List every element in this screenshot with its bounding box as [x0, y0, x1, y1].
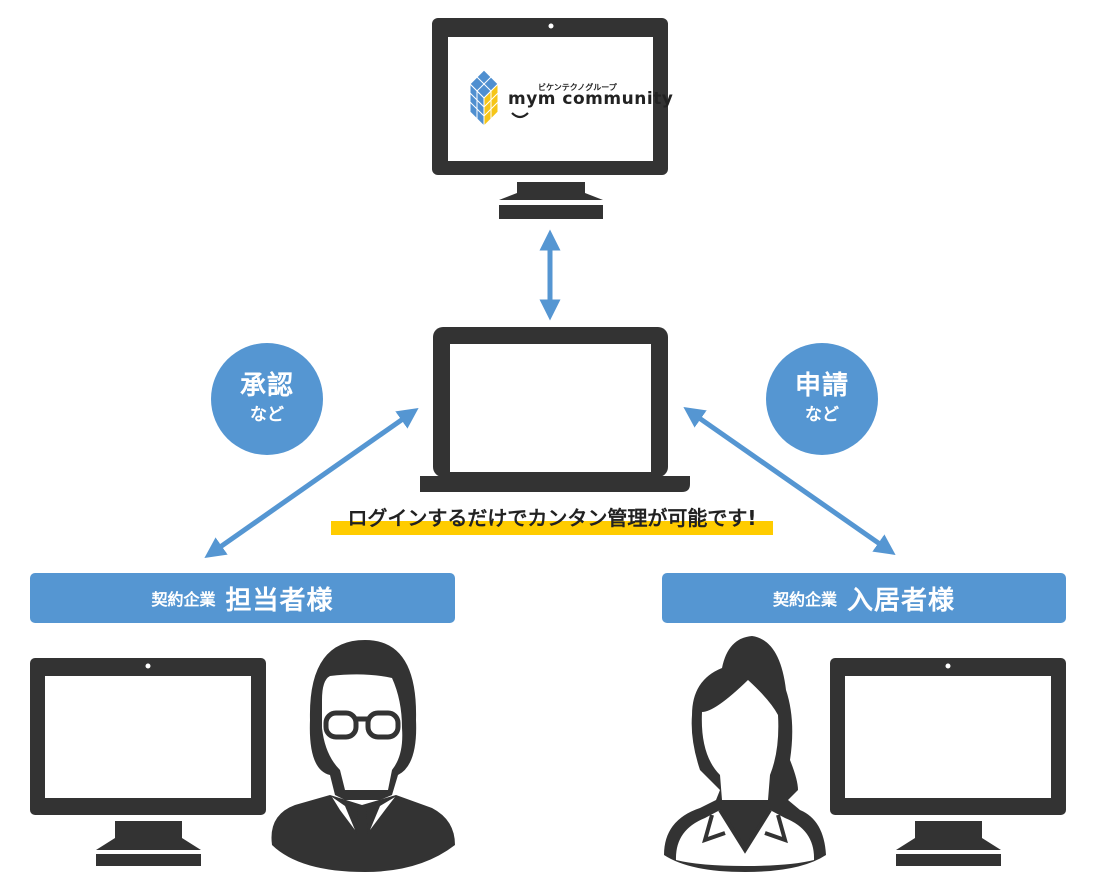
logo-building-icon — [469, 69, 499, 128]
role-label-manager-prefix: 契約企業 — [151, 590, 216, 609]
approval-bubble: 承認 など — [211, 343, 323, 455]
logo-subtitle: ビケンテクノグループ — [538, 83, 617, 92]
role-label-manager-title: 担当者様 — [225, 585, 334, 616]
application-bubble-main: 申請 — [794, 371, 849, 401]
role-label-tenant-title: 入居者様 — [847, 585, 956, 616]
arrow-left-laptop — [204, 407, 419, 559]
server-monitor-icon — [432, 18, 668, 219]
approval-bubble-main: 承認 — [239, 371, 294, 401]
tagline-highlight — [331, 521, 773, 535]
woman-avatar-icon — [664, 636, 826, 872]
logo-smile-icon — [511, 112, 529, 119]
man-avatar-icon — [271, 640, 455, 872]
laptop-icon — [420, 327, 690, 492]
arrow-right-laptop — [683, 406, 896, 556]
tagline-text: ログインするだけでカンタン管理が可能です! — [347, 506, 757, 530]
application-bubble: 申請 など — [766, 343, 878, 455]
role-label-manager: 契約企業 担当者様 — [30, 573, 455, 623]
role-label-tenant-prefix: 契約企業 — [772, 590, 837, 609]
tagline: ログインするだけでカンタン管理が可能です! — [331, 500, 773, 536]
application-bubble-sub: など — [805, 405, 839, 425]
approval-bubble-sub: など — [250, 405, 284, 425]
logo-name: mym community — [508, 89, 674, 109]
role-label-tenant: 契約企業 入居者様 — [662, 573, 1066, 623]
left-monitor-icon — [30, 658, 266, 866]
right-monitor-icon — [830, 658, 1066, 866]
